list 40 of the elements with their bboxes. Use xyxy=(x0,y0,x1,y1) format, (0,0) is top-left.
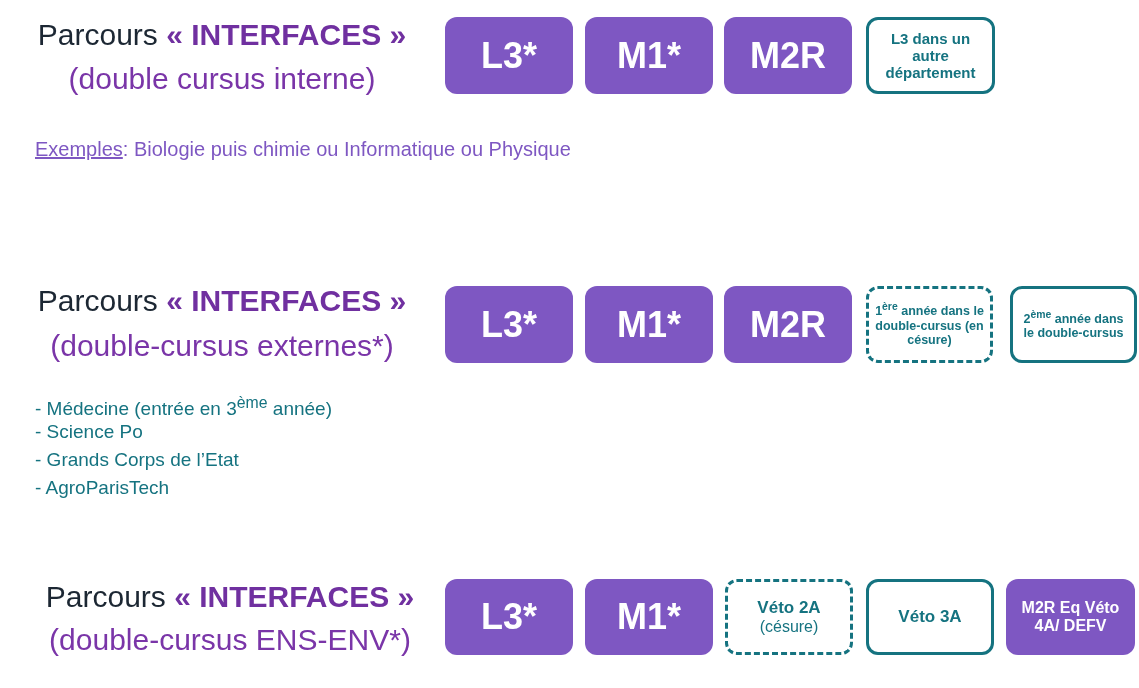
course-label: M1* xyxy=(617,596,681,638)
track-subheading: (double-cursus externes*) xyxy=(49,328,395,364)
outlined-course-box xyxy=(866,579,994,655)
course-box xyxy=(585,286,713,363)
list-item: - Grands Corps de l’Etat xyxy=(35,449,239,472)
course-label: M1* xyxy=(617,303,681,346)
course-label: M1* xyxy=(617,34,681,77)
course-label: L3* xyxy=(481,303,537,346)
course-label: Véto 3A xyxy=(898,607,962,627)
dashed-course-box xyxy=(725,579,853,655)
course-box xyxy=(1006,579,1135,655)
course-box xyxy=(724,17,852,94)
track-heading: Parcours « INTERFACES » xyxy=(36,283,408,319)
course-label: L3* xyxy=(481,596,537,638)
outlined-course-box xyxy=(866,17,995,94)
course-label: Véto 2A xyxy=(757,598,821,618)
examples-note: Exemples: Biologie puis chimie ou Informatique ou Physique xyxy=(35,137,571,161)
track-heading: Parcours « INTERFACES » xyxy=(44,579,416,615)
outlined-course-box xyxy=(1010,286,1137,363)
track-subheading: (double-cursus ENS-ENV*) xyxy=(48,622,412,658)
course-box xyxy=(585,579,713,655)
dashed-course-box xyxy=(866,286,993,363)
course-box xyxy=(724,286,852,363)
course-label: M2R xyxy=(750,303,826,346)
list-item: - AgroParisTech xyxy=(35,477,170,500)
list-item: - Science Po xyxy=(35,421,143,444)
track-heading: Parcours « INTERFACES » xyxy=(36,17,408,53)
course-box xyxy=(445,579,573,655)
course-label: M2R Eq Véto 4A/ DEFV xyxy=(1020,598,1121,636)
course-label: M2R xyxy=(750,34,826,77)
course-label: L3* xyxy=(481,34,537,77)
course-note: (césure) xyxy=(759,617,819,636)
course-box xyxy=(445,17,573,94)
course-label: 1$^{ère}$ année dans le double-cursus (en césure) xyxy=(874,301,985,348)
course-label: L3 dans un autre département xyxy=(884,29,977,82)
course-box xyxy=(585,17,713,94)
course-label: 2$^{ème}$ année dans le double-cursus xyxy=(1022,308,1125,341)
course-box xyxy=(445,286,573,363)
list-item: - Médecine (entrée en 3$^{ème}$ année) xyxy=(35,394,332,422)
track-subheading: (double cursus interne) xyxy=(67,61,377,97)
